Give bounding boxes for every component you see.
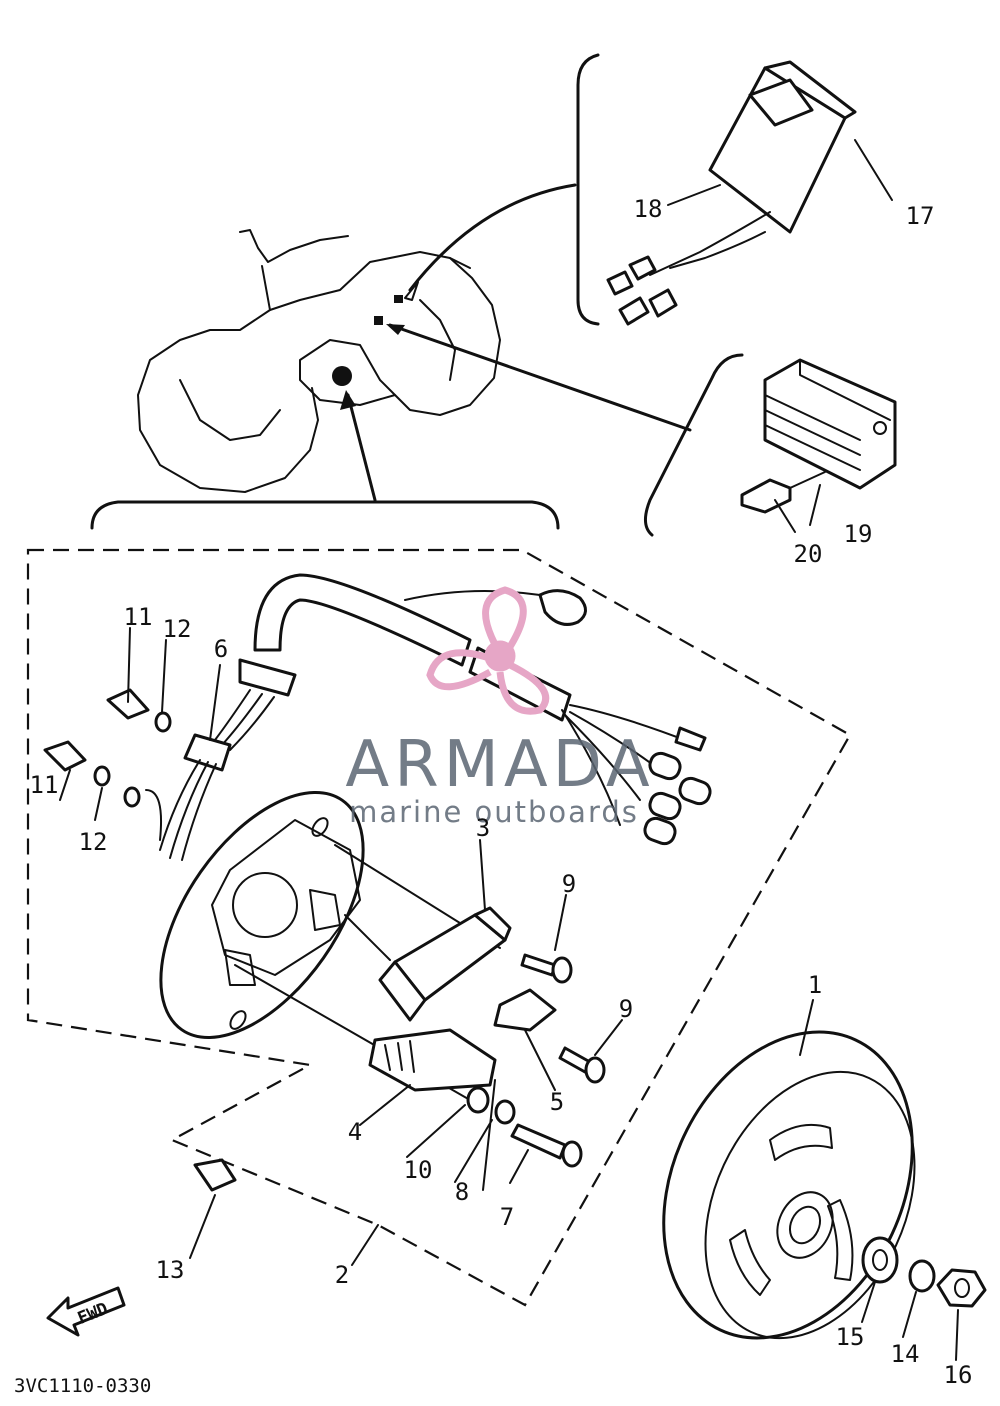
callout-13: 13: [156, 1256, 185, 1284]
diagram-code: 3VC1110-0330: [14, 1375, 151, 1397]
callout-12-lower: 12: [79, 828, 108, 856]
callout-6: 6: [214, 635, 228, 663]
callout-5: 5: [550, 1088, 564, 1116]
callout-10: 10: [404, 1156, 433, 1184]
motorcycle-silhouette: [137, 229, 501, 493]
callout-14: 14: [891, 1340, 920, 1368]
armada-watermark: ARMADA marine outboards: [345, 586, 654, 829]
callout-3: 3: [476, 814, 490, 842]
callout-11-lower: 11: [30, 771, 59, 799]
rectifier-regulator: [740, 358, 897, 514]
callout-17: 17: [906, 202, 935, 230]
cdi-unit: [606, 60, 857, 326]
callout-19: 19: [844, 520, 873, 548]
callout-9-upper: 9: [562, 870, 576, 898]
watermark-subtitle: marine outboards: [349, 795, 639, 829]
callout-8: 8: [455, 1178, 469, 1206]
callout-11-upper: 11: [124, 603, 153, 631]
callout-7: 7: [500, 1203, 514, 1231]
callout-2: 2: [335, 1261, 349, 1289]
callout-20: 20: [794, 540, 823, 568]
callout-15: 15: [836, 1323, 865, 1351]
stator-plate: [159, 791, 501, 1101]
callout-1: 1: [808, 971, 822, 999]
callout-12-upper: 12: [163, 615, 192, 643]
callout-4: 4: [348, 1118, 362, 1146]
flywheel-rotor: [662, 1030, 916, 1340]
callout-9-lower: 9: [619, 995, 633, 1023]
watermark-title: ARMADA: [345, 728, 654, 802]
callout-16: 16: [944, 1361, 973, 1389]
callout-18: 18: [634, 195, 663, 223]
propeller-logo-icon: [426, 586, 550, 715]
